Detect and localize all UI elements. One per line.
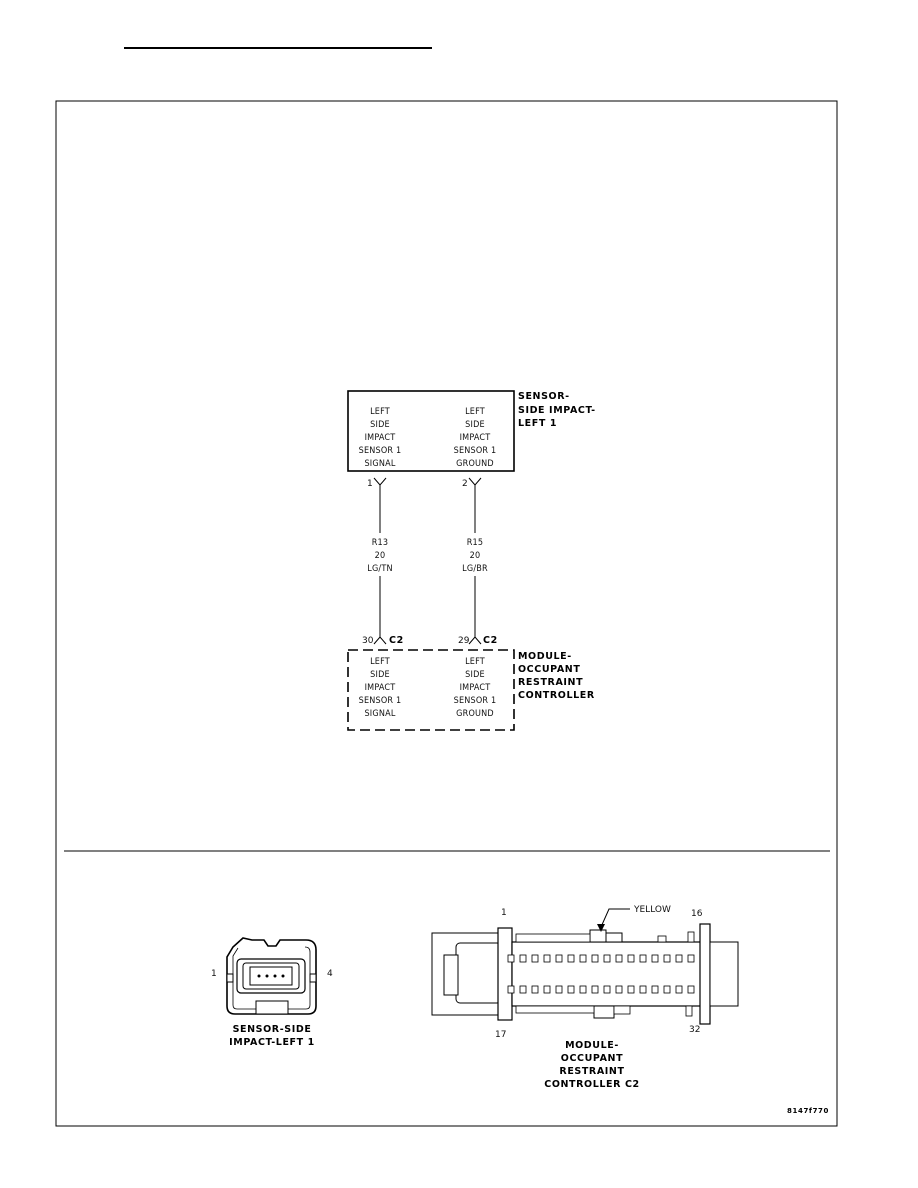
svg-text:MODULE-: MODULE- [565,1040,619,1051]
sensor-title: SENSOR- SIDE IMPACT- LEFT 1 [518,391,596,429]
sensor-view-pin-4: 4 [327,969,333,979]
module-pin-30: 30 [362,636,374,646]
module-pin-b-label: LEFT SIDE IMPACT SENSOR 1 GROUND [454,657,497,719]
svg-text:SIGNAL: SIGNAL [364,459,395,469]
svg-text:IMPACT: IMPACT [460,683,491,693]
module-view-label: MODULE- OCCUPANT RESTRAINT CONTROLLER C2 [544,1040,639,1090]
svg-text:GROUND: GROUND [456,459,494,469]
module-connector-cavities [507,954,695,994]
wire-r15-label: R15 20 LG/BR [462,538,488,574]
svg-text:LEFT: LEFT [370,407,390,417]
svg-text:SENSOR-SIDE: SENSOR-SIDE [233,1024,312,1035]
svg-text:IMPACT: IMPACT [365,683,396,693]
svg-text:CONTROLLER C2: CONTROLLER C2 [544,1079,639,1090]
svg-text:SENSOR 1: SENSOR 1 [454,446,497,456]
module-view-pin-16: 16 [691,909,703,919]
module-box [347,649,515,731]
sensor-pin-2: 2 [462,479,468,489]
module-title: MODULE- OCCUPANT RESTRAINT CONTROLLER [518,651,595,701]
svg-text:SENSOR 1: SENSOR 1 [454,696,497,706]
svg-text:SENSOR-: SENSOR- [518,391,570,402]
sensor-connector-view [226,937,317,1015]
diagram-frame [55,100,838,1127]
svg-text:IMPACT: IMPACT [460,433,491,443]
svg-text:SENSOR 1: SENSOR 1 [359,446,402,456]
svg-text:SIDE IMPACT-: SIDE IMPACT- [518,405,596,416]
svg-text:SIDE: SIDE [370,420,390,430]
svg-text:OCCUPANT: OCCUPANT [518,664,580,675]
module-pin-30-terminal [373,636,387,645]
svg-text:IMPACT-LEFT 1: IMPACT-LEFT 1 [229,1037,315,1048]
svg-text:MODULE-: MODULE- [518,651,572,662]
svg-text:RESTRAINT: RESTRAINT [518,677,583,688]
sensor-pin-a-label: LEFT SIDE IMPACT SENSOR 1 SIGNAL [359,407,402,469]
sensor-pin-2-terminal [468,477,482,486]
sensor-pin-1: 1 [367,479,373,489]
sensor-view-label: SENSOR-SIDE IMPACT-LEFT 1 [229,1024,315,1048]
svg-text:LG/BR: LG/BR [462,564,488,574]
svg-text:OCCUPANT: OCCUPANT [561,1053,623,1064]
svg-text:CONTROLLER: CONTROLLER [518,690,595,701]
module-view-pin-32: 32 [689,1025,700,1035]
svg-text:20: 20 [375,551,386,561]
sensor-box [347,390,515,472]
figure-id: 8147f770 [787,1107,829,1115]
sensor-view-pin-1: 1 [211,969,217,979]
svg-text:LEFT: LEFT [465,407,485,417]
svg-text:GROUND: GROUND [456,709,494,719]
svg-text:LEFT: LEFT [465,657,485,667]
module-pin-29-terminal [468,636,482,645]
svg-text:R15: R15 [467,538,484,548]
svg-text:20: 20 [470,551,481,561]
svg-text:LG/TN: LG/TN [367,564,393,574]
svg-text:IMPACT: IMPACT [365,433,396,443]
wire-r13-label: R13 20 LG/TN [367,538,393,574]
svg-text:SIDE: SIDE [370,670,390,680]
svg-text:LEFT 1: LEFT 1 [518,418,557,429]
module-connector-view [431,908,739,1025]
svg-text:R13: R13 [372,538,389,548]
module-pin-29: 29 [458,636,470,646]
svg-text:SIDE: SIDE [465,670,485,680]
sensor-pin-b-label: LEFT SIDE IMPACT SENSOR 1 GROUND [454,407,497,469]
sensor-pin-1-terminal [373,477,387,486]
svg-text:SENSOR 1: SENSOR 1 [359,696,402,706]
svg-text:LEFT: LEFT [370,657,390,667]
svg-text:SIDE: SIDE [465,420,485,430]
module-view-pin-1: 1 [501,908,507,918]
module-view-color-callout: YELLOW [633,905,671,915]
module-pin-29-conn: C2 [483,635,498,646]
module-view-pin-17: 17 [495,1030,506,1040]
svg-text:SIGNAL: SIGNAL [364,709,395,719]
module-pin-30-conn: C2 [389,635,404,646]
svg-text:RESTRAINT: RESTRAINT [559,1066,624,1077]
module-pin-a-label: LEFT SIDE IMPACT SENSOR 1 SIGNAL [359,657,402,719]
